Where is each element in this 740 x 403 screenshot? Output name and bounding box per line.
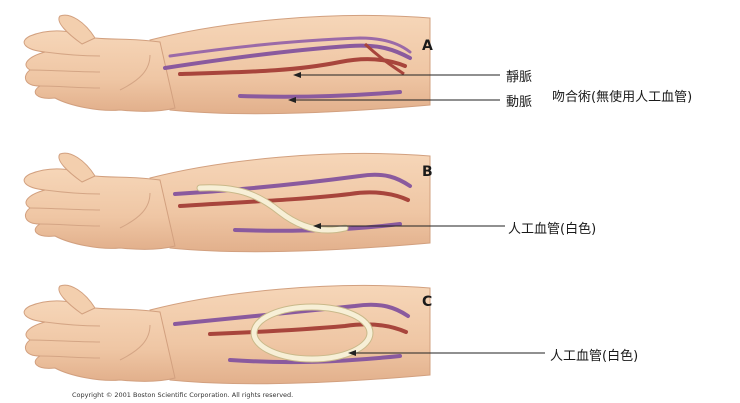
panel-letter-c: C <box>422 294 432 310</box>
panel-c <box>24 285 545 384</box>
label-anastomosis: 吻合術(無使用人工血管) <box>552 86 692 105</box>
panel-letter-b: B <box>422 164 433 180</box>
panel-letter-a: A <box>422 38 433 54</box>
label-artery: 動脈 <box>506 91 532 110</box>
panel-a <box>24 15 500 114</box>
label-graft-c: 人工血管(白色) <box>550 345 638 364</box>
label-vein: 靜脈 <box>506 66 532 85</box>
copyright-text: Copyright © 2001 Boston Scientific Corpo… <box>72 391 293 399</box>
label-graft-b: 人工血管(白色) <box>508 218 596 237</box>
panel-b <box>24 153 505 252</box>
